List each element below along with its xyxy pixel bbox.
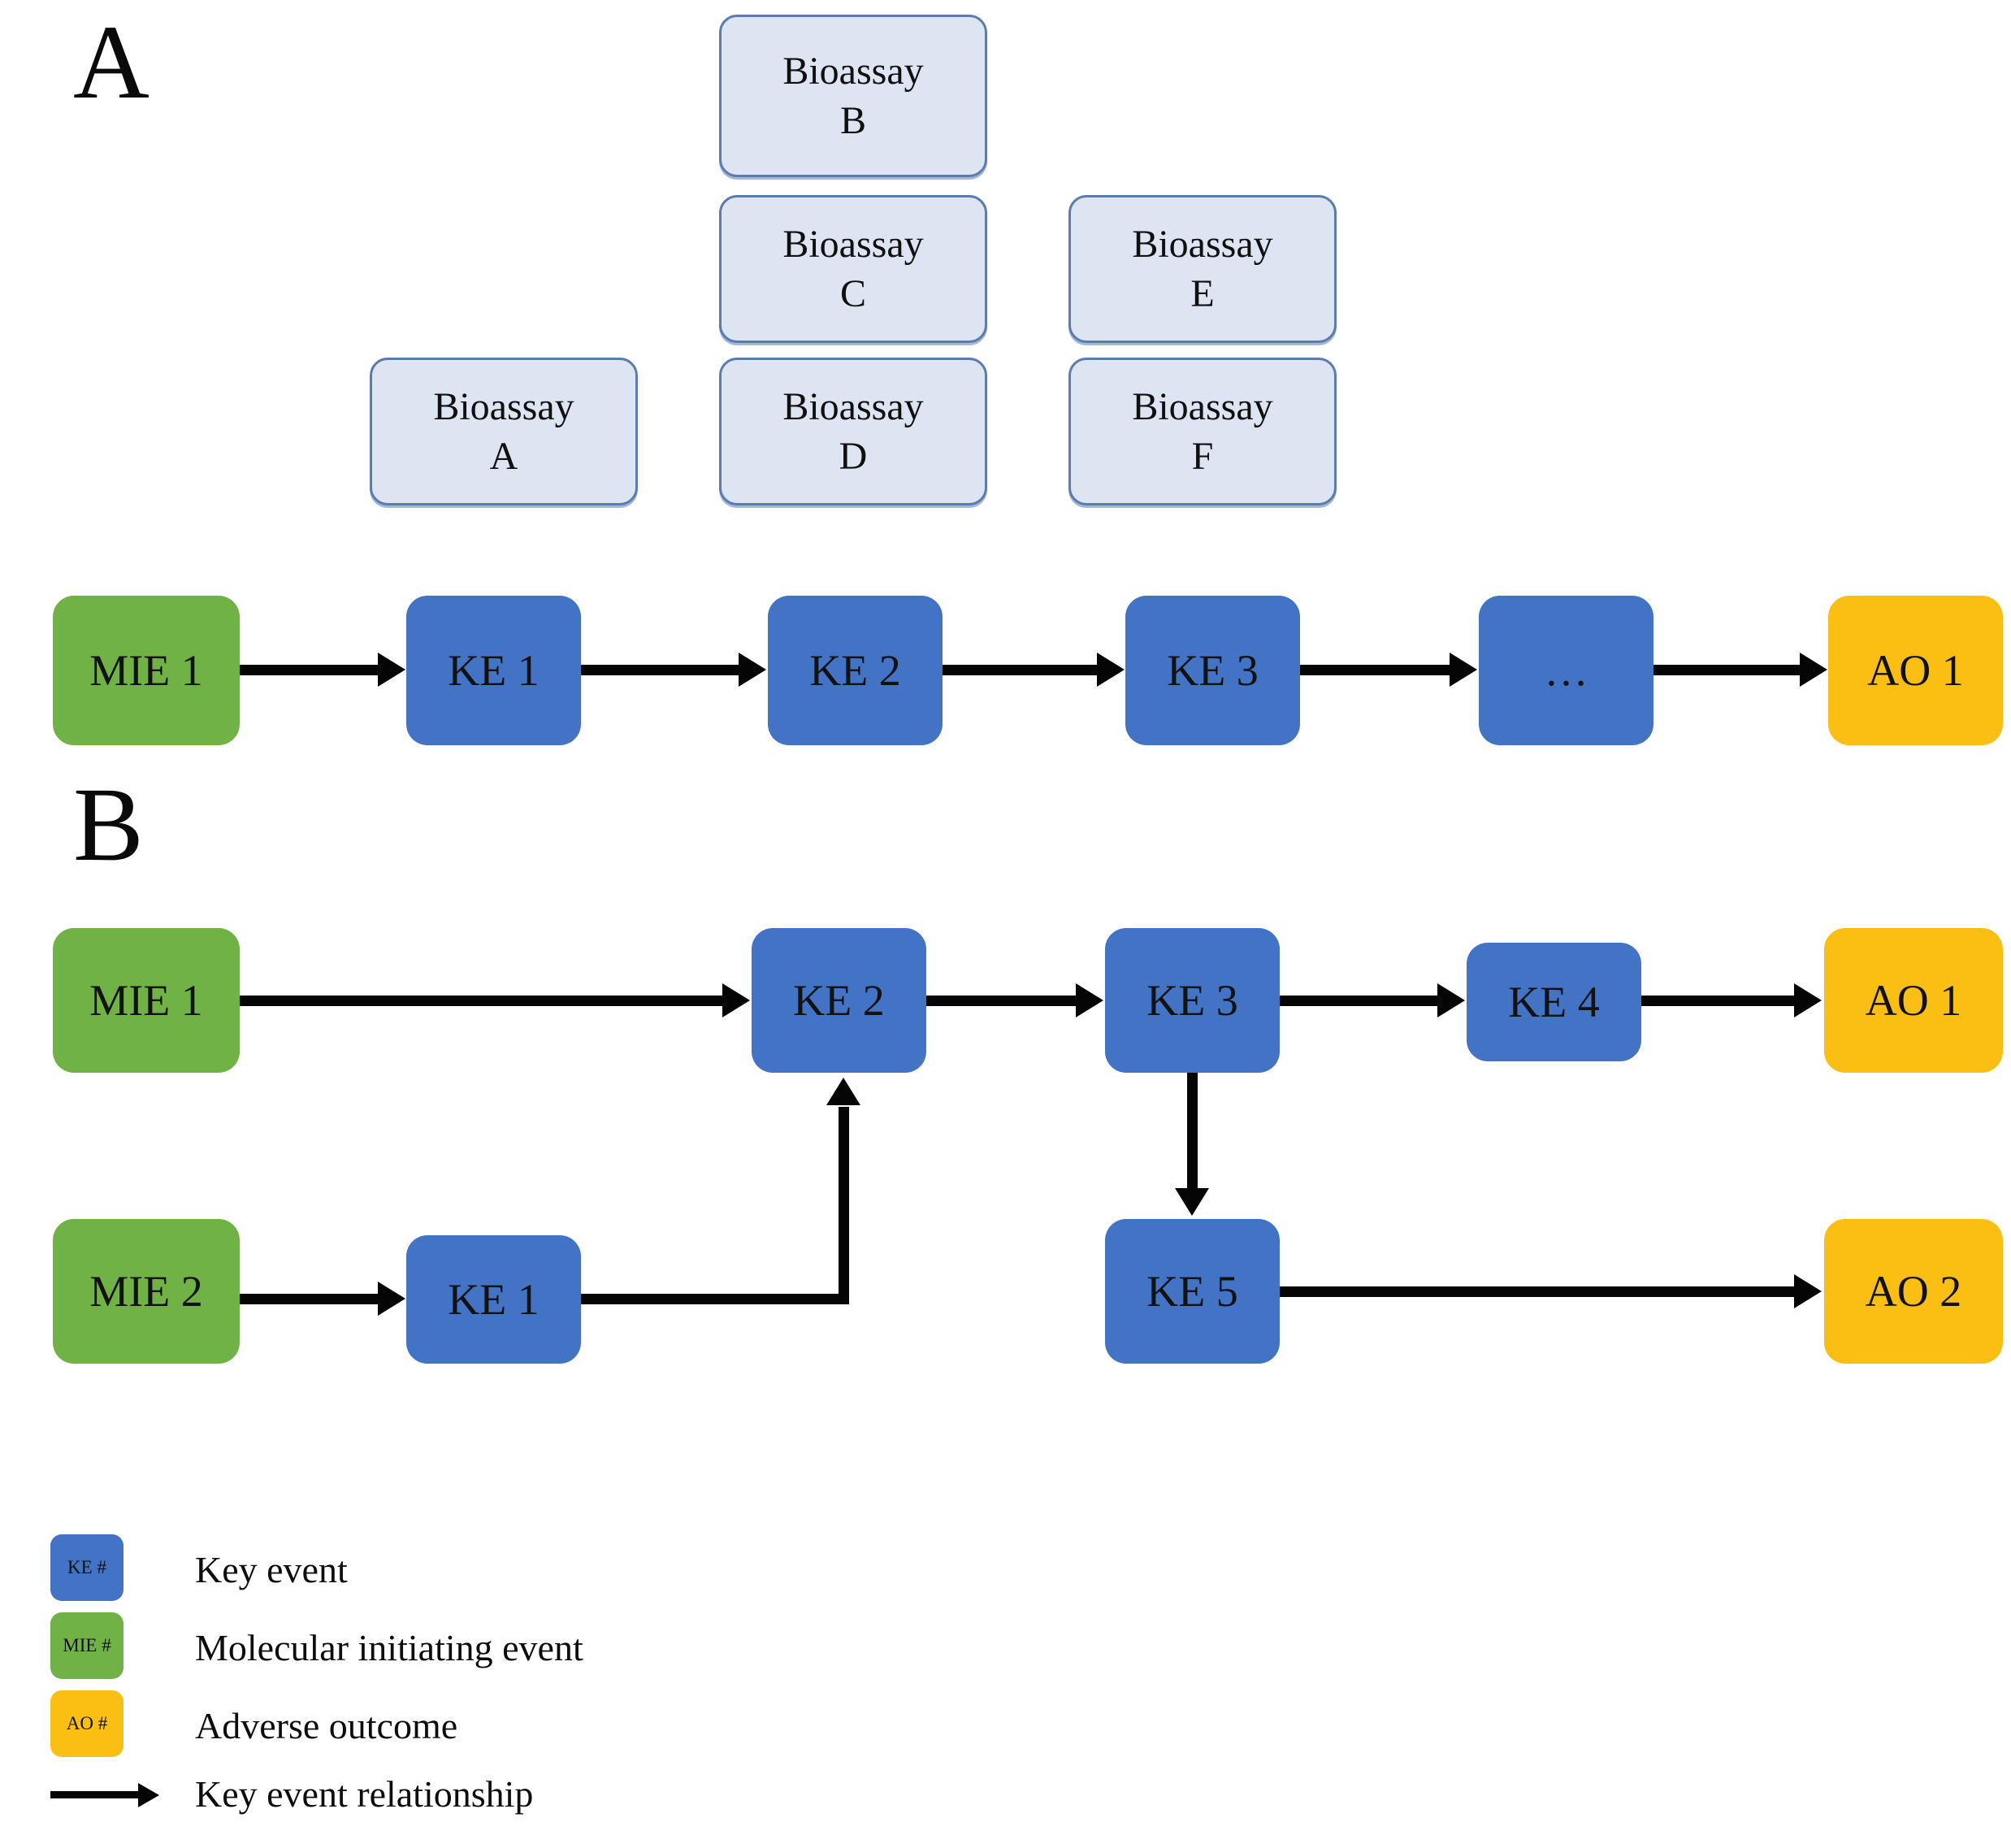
bioassay-e-line1: Bioassay: [1132, 222, 1273, 266]
bioassay-b-line2: B: [839, 99, 866, 142]
panel-b-arrowhead-ke4-ao1: [1794, 983, 1822, 1017]
panel-b-connector-ke4-ao1: [1641, 996, 1796, 1006]
panel-a-node-ke2[interactable]: KE 2: [768, 596, 943, 745]
legend-label-key-event: Key event: [195, 1549, 348, 1590]
panel-a-connector-ke3-ellipsis: [1300, 665, 1451, 675]
panel-b-connector-mie2-ke1: [240, 1294, 379, 1304]
panel-b-arrowhead-ke3-ke4: [1437, 983, 1465, 1017]
bioassay-c-line2: C: [839, 272, 866, 315]
legend-label-molecular-initiating-event: Molecular initiating event: [195, 1627, 583, 1668]
panel-a-node-ellipsis[interactable]: …: [1479, 596, 1653, 745]
bioassay-e-line2: E: [1190, 272, 1215, 315]
panel-b-node-ao2[interactable]: AO 2: [1824, 1219, 2003, 1364]
panel-b-node-ke4[interactable]: KE 4: [1467, 943, 1641, 1061]
panel-b-arrowhead-ke5-ao2: [1794, 1274, 1822, 1308]
legend-label-key-event-relationship: Key event relationship: [195, 1773, 534, 1815]
panel-a-connector-mie1-ke1: [240, 665, 379, 675]
bioassay-box-d[interactable]: Bioassay D: [719, 358, 987, 505]
panel-a-arrowhead-ke3-ellipsis: [1450, 653, 1477, 687]
bioassay-c-line1: Bioassay: [782, 222, 924, 266]
panel-a-node-mie1[interactable]: MIE 1: [53, 596, 240, 745]
panel-b-node-ke3[interactable]: KE 3: [1105, 928, 1280, 1073]
panel-a-node-ke1[interactable]: KE 1: [406, 596, 581, 745]
panel-a-arrowhead-ke2-ke3: [1097, 653, 1125, 687]
legend-arrowhead-icon: [138, 1783, 159, 1807]
bioassay-b-line1: Bioassay: [782, 49, 924, 93]
panel-b-connector-ke1-elbow-horizontal: [581, 1294, 849, 1304]
panel-b-connector-ke2-ke3: [926, 996, 1077, 1006]
panel-b-arrowhead-mie2-ke1: [378, 1282, 405, 1316]
panel-b-connector-ke3-ke5-vertical: [1187, 1073, 1198, 1190]
bioassay-d-line1: Bioassay: [782, 384, 924, 428]
panel-b-arrowhead-mie1-ke2: [722, 983, 750, 1017]
bioassay-d-line2: D: [839, 435, 868, 478]
bioassay-a-line1: Bioassay: [433, 384, 574, 428]
bioassay-f-line1: Bioassay: [1132, 384, 1273, 428]
legend-swatch-molecular-initiating-event: MIE #: [50, 1612, 124, 1679]
panel-a-node-ao1[interactable]: AO 1: [1828, 596, 2003, 745]
bioassay-box-a[interactable]: Bioassay A: [370, 358, 638, 505]
panel-a-connector-ellipsis-ao1: [1653, 665, 1801, 675]
panel-b-arrowhead-ke2-ke3: [1076, 983, 1103, 1017]
panel-b-node-ke1[interactable]: KE 1: [406, 1235, 581, 1364]
bioassay-f-line2: F: [1191, 435, 1214, 478]
legend-label-adverse-outcome: Adverse outcome: [195, 1705, 458, 1746]
bioassay-box-e[interactable]: Bioassay E: [1068, 195, 1337, 343]
panel-a-connector-ke2-ke3: [943, 665, 1099, 675]
bioassay-a-line2: A: [489, 435, 518, 478]
bioassay-box-f[interactable]: Bioassay F: [1068, 358, 1337, 505]
panel-b-node-ao1[interactable]: AO 1: [1824, 928, 2003, 1073]
bioassay-box-c[interactable]: Bioassay C: [719, 195, 987, 343]
panel-b-arrowhead-ke1-ke2: [826, 1078, 860, 1105]
legend-swatch-adverse-outcome: AO #: [50, 1690, 124, 1757]
panel-b-connector-mie1-ke2: [240, 996, 724, 1006]
bioassay-box-b[interactable]: Bioassay B: [719, 15, 987, 177]
panel-a-arrowhead-ellipsis-ao1: [1800, 653, 1827, 687]
panel-b-letter: B: [73, 766, 144, 883]
panel-b-node-mie1[interactable]: MIE 1: [53, 928, 240, 1073]
panel-a-arrowhead-ke1-ke2: [739, 653, 766, 687]
panel-b-connector-ke3-ke4: [1280, 996, 1439, 1006]
panel-b-node-ke2[interactable]: KE 2: [752, 928, 926, 1073]
panel-a-connector-ke1-ke2: [581, 665, 740, 675]
panel-b-node-mie2[interactable]: MIE 2: [53, 1219, 240, 1364]
panel-b-connector-ke1-elbow-vertical: [839, 1107, 849, 1304]
panel-a-letter: A: [73, 4, 150, 121]
panel-b-node-ke5[interactable]: KE 5: [1105, 1219, 1280, 1364]
panel-a-arrowhead-mie1-ke1: [378, 653, 405, 687]
panel-a-node-ke3[interactable]: KE 3: [1125, 596, 1300, 745]
panel-b-connector-ke5-ao2: [1280, 1286, 1797, 1297]
panel-b-arrowhead-ke3-ke5: [1175, 1188, 1209, 1216]
legend-arrow-icon: [50, 1791, 140, 1798]
legend-swatch-key-event: KE #: [50, 1534, 124, 1601]
